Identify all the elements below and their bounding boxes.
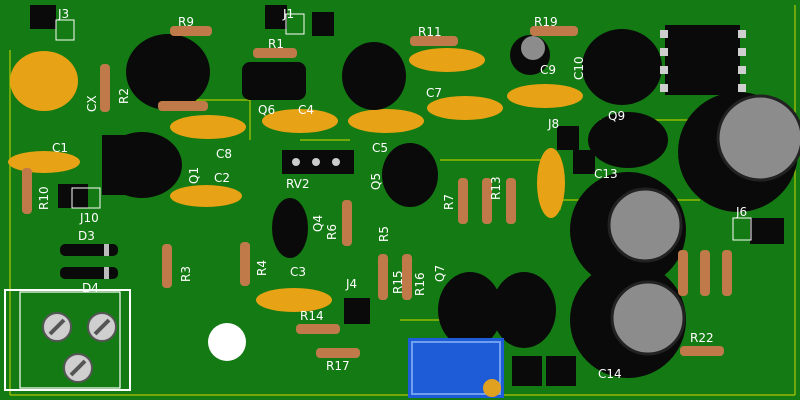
- label-r15: R15: [391, 270, 405, 294]
- label-r9: R9: [178, 15, 194, 29]
- label-r5: R5: [377, 226, 391, 242]
- label-q7: Q7: [433, 265, 447, 282]
- label-r22: R22: [690, 331, 714, 345]
- transistors: [102, 29, 668, 348]
- label-r7: R7: [442, 194, 456, 210]
- diodes: [60, 244, 118, 279]
- mounting-hole: [208, 323, 246, 361]
- label-c8: C8: [216, 147, 232, 161]
- label-c2: C2: [214, 171, 230, 185]
- label-d4: D4: [82, 281, 99, 295]
- label-j8: J8: [547, 117, 559, 131]
- disc-capacitors: [8, 48, 583, 312]
- electrolytic-capacitors: [510, 35, 800, 378]
- label-q6: Q6: [258, 103, 275, 117]
- label-j3: J3: [57, 7, 69, 21]
- label-r19: R19: [534, 15, 558, 29]
- ic-chip: [660, 25, 746, 95]
- terminal-block: [4, 289, 131, 391]
- label-j4: J4: [345, 277, 357, 291]
- label-r17: R17: [326, 359, 350, 373]
- label-r16: R16: [413, 272, 427, 296]
- label-r13: R13: [489, 176, 503, 200]
- label-c13: C13: [594, 167, 618, 181]
- label-q5: Q5: [369, 173, 383, 190]
- label-cx: CX: [85, 95, 99, 112]
- label-j6: J6: [735, 205, 747, 219]
- label-q1: Q1: [187, 167, 201, 184]
- label-c3: C3: [290, 265, 306, 279]
- connectors: [30, 5, 784, 386]
- label-q4: Q4: [311, 215, 325, 232]
- label-c5: C5: [372, 141, 388, 155]
- label-c4: C4: [298, 103, 314, 117]
- label-r4: R4: [255, 260, 269, 276]
- label-r11: R11: [418, 25, 442, 39]
- label-d3: D3: [78, 229, 95, 243]
- label-rv2: RV2: [286, 177, 310, 191]
- resistors: [22, 26, 732, 358]
- label-c9: C9: [540, 63, 556, 77]
- label-r3: R3: [179, 266, 193, 282]
- label-c7: C7: [426, 86, 442, 100]
- label-r10: R10: [37, 186, 51, 210]
- label-j10: J10: [79, 211, 99, 225]
- label-r14: R14: [300, 309, 324, 323]
- silkscreen-labels: J3 R9 J1 R1 R11 R19 CX R2 Q6 C4 C7 C9 C1…: [37, 7, 747, 381]
- trimmer-potentiometer: [408, 338, 504, 398]
- label-c10: C10: [572, 56, 586, 80]
- label-c1: C1: [52, 141, 68, 155]
- label-r2: R2: [117, 88, 131, 104]
- label-r6: R6: [325, 224, 339, 240]
- label-q9: Q9: [608, 109, 625, 123]
- label-r1: R1: [268, 37, 284, 51]
- label-c14: C14: [598, 367, 622, 381]
- label-j1: J1: [282, 7, 294, 21]
